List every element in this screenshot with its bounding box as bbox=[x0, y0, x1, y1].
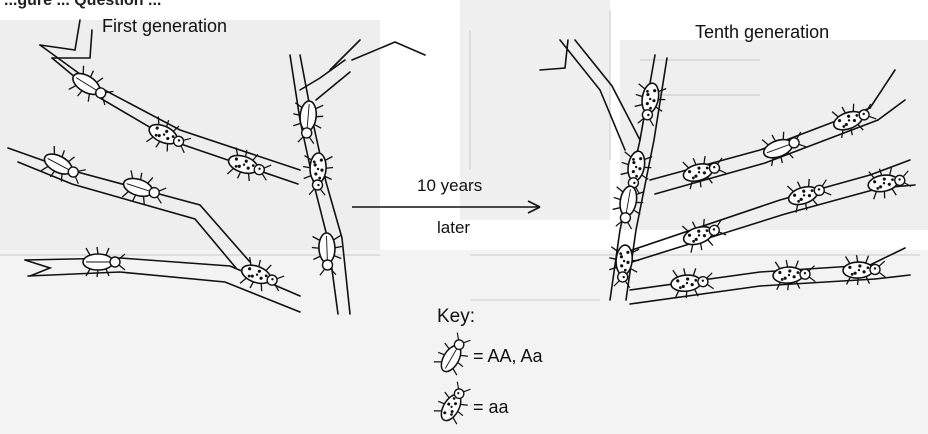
spotted-beetle-icon bbox=[143, 114, 194, 159]
key-spotted-beetle-icon bbox=[432, 378, 477, 427]
spotted-beetle-icon bbox=[842, 254, 885, 285]
plain-beetle-icon bbox=[119, 168, 168, 210]
generation-arrow bbox=[352, 201, 540, 213]
spotted-beetle-icon bbox=[237, 255, 287, 298]
key-plain-beetle-icon bbox=[432, 329, 477, 378]
spotted-beetle-icon bbox=[670, 266, 714, 300]
plain-beetle-icon bbox=[311, 232, 342, 275]
spotted-beetle-icon bbox=[302, 152, 333, 195]
plain-beetle-icon bbox=[38, 144, 89, 190]
right-beetles bbox=[607, 81, 912, 300]
spotted-beetle-icon bbox=[866, 164, 913, 201]
plain-beetle-icon bbox=[759, 125, 809, 168]
spotted-beetle-icon bbox=[224, 145, 273, 187]
plain-beetle-icon bbox=[291, 100, 325, 144]
spotted-beetle-icon bbox=[829, 97, 879, 140]
key-icons bbox=[432, 329, 477, 427]
spotted-beetle-icon bbox=[772, 259, 816, 291]
